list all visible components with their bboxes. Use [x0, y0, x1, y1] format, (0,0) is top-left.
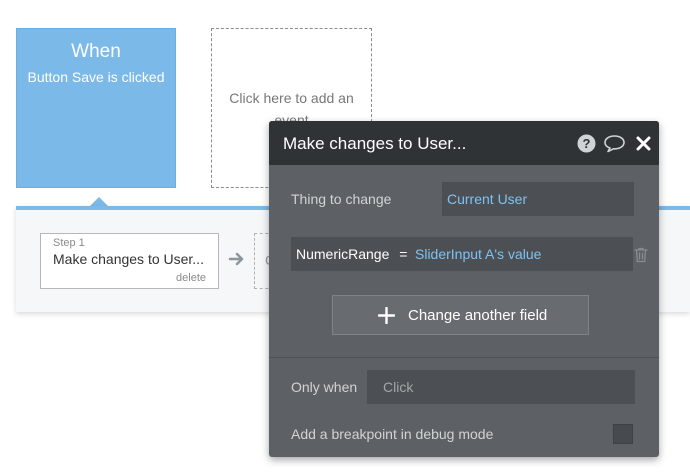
trash-icon[interactable] — [634, 247, 648, 263]
arrow-right-icon — [228, 252, 244, 266]
field-change-field: NumericRange — [296, 246, 390, 262]
step-number: Step 1 — [53, 237, 85, 249]
svg-text:?: ? — [583, 136, 591, 151]
field-change-value[interactable]: SliderInput A's value — [415, 246, 542, 262]
thing-to-change-label: Thing to change — [291, 191, 392, 207]
only-when-label: Only when — [291, 379, 358, 395]
action-editor-panel: Make changes to User... ? Thing to chang… — [269, 121, 659, 457]
step-card[interactable]: Step 1 Make changes to User... delete — [40, 233, 219, 289]
band-pointer — [90, 197, 108, 206]
thing-to-change-field[interactable]: Current User — [442, 182, 634, 216]
step-name: Make changes to User... — [53, 251, 204, 267]
event-subtitle: Button Save is clicked — [27, 69, 165, 85]
close-icon[interactable] — [636, 136, 651, 151]
panel-header: Make changes to User... ? — [269, 121, 659, 165]
event-title: When — [71, 41, 121, 62]
plus-icon — [378, 307, 395, 324]
comment-icon[interactable] — [603, 134, 626, 153]
thing-to-change-value: Current User — [447, 191, 528, 207]
change-another-field-label: Change another field — [408, 307, 548, 324]
breakpoint-label: Add a breakpoint in debug mode — [291, 426, 494, 442]
field-change-operator: = — [399, 246, 408, 262]
event-card[interactable]: When Button Save is clicked — [16, 28, 176, 188]
field-change-row[interactable]: NumericRange = SliderInput A's value — [291, 237, 633, 271]
step-delete-link[interactable]: delete — [176, 272, 206, 284]
panel-title: Make changes to User... — [283, 134, 467, 153]
change-another-field-button[interactable]: Change another field — [332, 295, 589, 335]
field-change-key: NumericRange = — [296, 246, 407, 262]
help-icon[interactable]: ? — [577, 134, 596, 153]
only-when-field[interactable]: Click — [367, 370, 635, 404]
panel-divider — [269, 357, 659, 358]
breakpoint-checkbox[interactable] — [613, 424, 633, 444]
only-when-placeholder: Click — [383, 379, 414, 395]
